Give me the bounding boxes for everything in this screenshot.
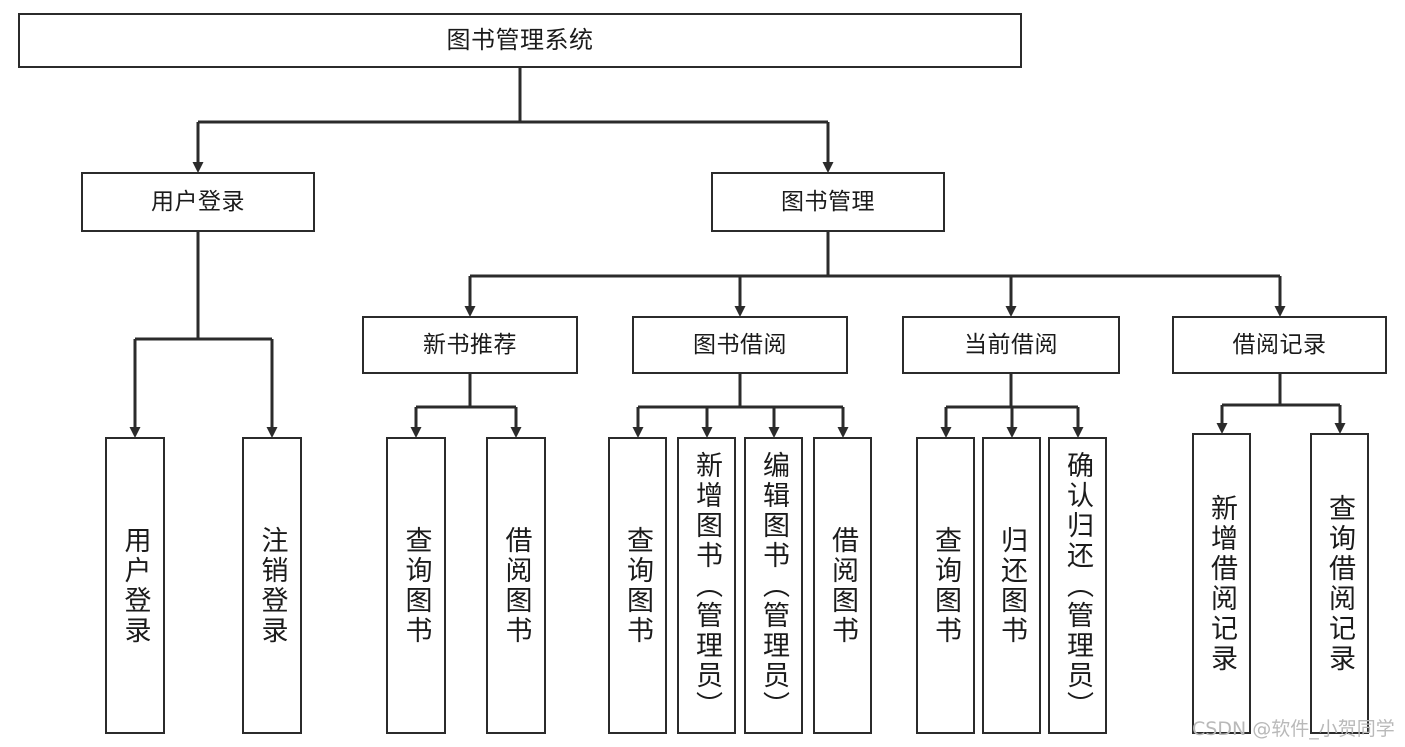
node-leaf-confirm-return[interactable]: 确认归还（管理员） bbox=[1048, 437, 1107, 734]
node-root[interactable]: 图书管理系统 bbox=[18, 13, 1022, 68]
node-leaf-add-record[interactable]: 新增借阅记录 bbox=[1192, 433, 1251, 734]
node-label: 查询借阅记录 bbox=[1324, 493, 1355, 674]
node-leaf-query-book-2[interactable]: 查询图书 bbox=[608, 437, 667, 734]
node-leaf-add-book[interactable]: 新增图书（管理员） bbox=[677, 437, 736, 734]
node-label: 查询图书 bbox=[930, 525, 961, 646]
node-label: 归还图书 bbox=[996, 525, 1027, 646]
node-leaf-borrow-book-2[interactable]: 借阅图书 bbox=[813, 437, 872, 734]
node-label: 新增借阅记录 bbox=[1206, 493, 1237, 674]
node-label: 新增图书（管理员） bbox=[691, 450, 722, 721]
node-leaf-user-login[interactable]: 用户登录 bbox=[105, 437, 165, 734]
node-label: 借阅记录 bbox=[1232, 331, 1327, 358]
node-leaf-borrow-book-1[interactable]: 借阅图书 bbox=[486, 437, 546, 734]
node-leaf-return-book[interactable]: 归还图书 bbox=[982, 437, 1041, 734]
node-new-book-recommend[interactable]: 新书推荐 bbox=[362, 316, 578, 374]
node-label: 图书管理 bbox=[781, 188, 875, 215]
node-label: 图书管理系统 bbox=[446, 25, 594, 54]
node-label: 借阅图书 bbox=[827, 525, 858, 646]
node-label: 查询图书 bbox=[622, 525, 653, 646]
csdn-watermark: CSDN @软件_小贺同学 bbox=[1192, 718, 1395, 740]
node-label: 图书借阅 bbox=[693, 331, 787, 358]
node-label: 当前借阅 bbox=[964, 331, 1058, 358]
node-leaf-logout[interactable]: 注销登录 bbox=[242, 437, 302, 734]
node-book-manage[interactable]: 图书管理 bbox=[711, 172, 945, 232]
node-leaf-edit-book[interactable]: 编辑图书（管理员） bbox=[744, 437, 803, 734]
node-book-borrow[interactable]: 图书借阅 bbox=[632, 316, 848, 374]
node-label: 新书推荐 bbox=[423, 331, 517, 358]
node-label: 注销登录 bbox=[256, 525, 288, 646]
node-leaf-query-book-3[interactable]: 查询图书 bbox=[916, 437, 975, 734]
node-label: 确认归还（管理员） bbox=[1062, 450, 1093, 721]
node-label: 用户登录 bbox=[151, 188, 245, 215]
node-leaf-query-record[interactable]: 查询借阅记录 bbox=[1310, 433, 1369, 734]
node-user-login[interactable]: 用户登录 bbox=[81, 172, 315, 232]
node-current-borrow[interactable]: 当前借阅 bbox=[902, 316, 1120, 374]
node-leaf-query-book-1[interactable]: 查询图书 bbox=[386, 437, 446, 734]
node-borrow-record[interactable]: 借阅记录 bbox=[1172, 316, 1387, 374]
node-label: 借阅图书 bbox=[500, 525, 532, 646]
node-label: 查询图书 bbox=[400, 525, 432, 646]
node-label: 编辑图书（管理员） bbox=[758, 450, 789, 721]
node-label: 用户登录 bbox=[119, 525, 151, 646]
